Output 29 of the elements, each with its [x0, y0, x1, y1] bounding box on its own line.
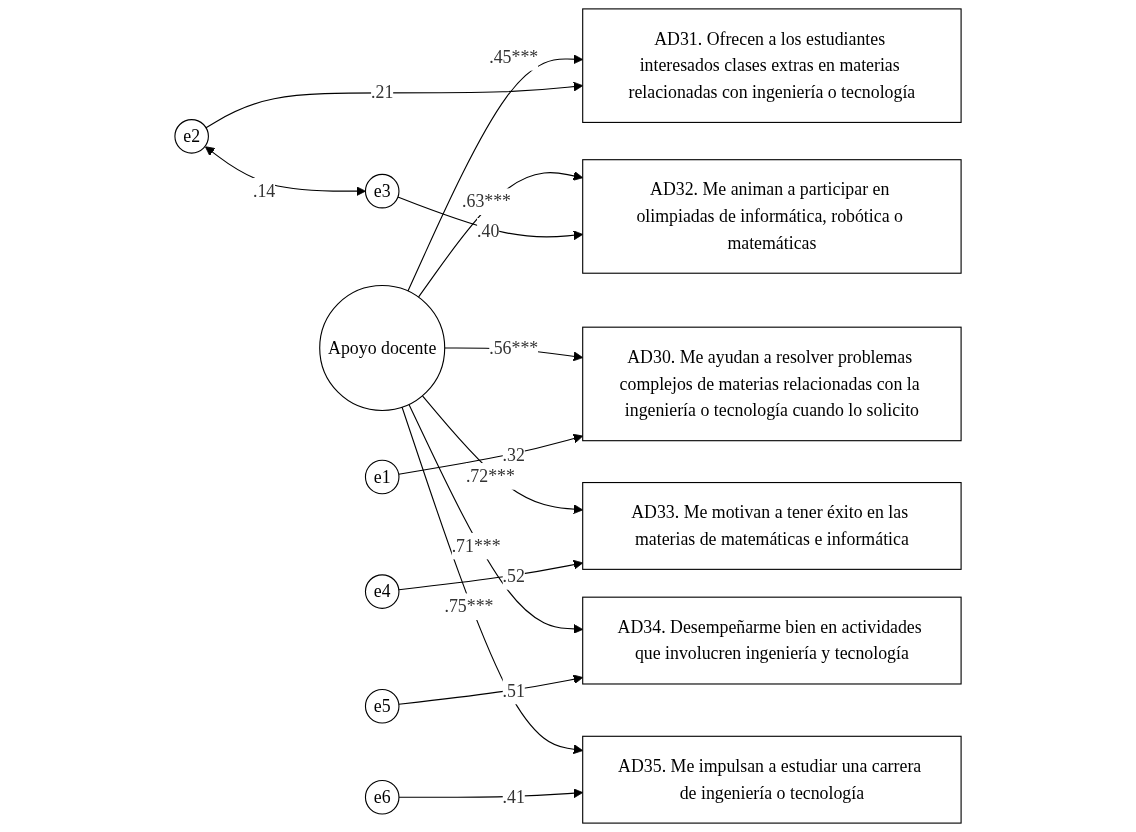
node-circle: e4 [364, 574, 400, 609]
node-box: AD30. Me ayudan a resolver problemas complejos de materias relacionadas con la ingeniería o tecnología cuando lo solicito [582, 326, 962, 442]
node-box: AD31. Ofrecen a los estudiantes interesados clases extras en materias relacionadas con ingeniería o tecnología [582, 8, 962, 123]
edge-label: .40 [477, 221, 500, 241]
edge-label: .71*** [451, 536, 501, 556]
node-box: AD34. Desempeñarme bien en actividades que involucren ingeniería y tecnología [582, 596, 962, 685]
edge-label: .52 [502, 566, 525, 586]
edge-label: .41 [502, 787, 525, 807]
edge-label: .14 [252, 181, 276, 201]
node-circle: e1 [364, 459, 400, 495]
node-box: AD32. Me animan a participar en olimpiadas de informática, robótica o matemáticas [582, 159, 962, 274]
arrow [398, 433, 584, 475]
edge-label: .56*** [489, 338, 539, 357]
node-circle: e2 [174, 119, 209, 154]
arrow [398, 559, 584, 591]
node-circle: e6 [364, 780, 400, 815]
node-box: AD33. Me motivan a tener éxito en las materias de matemáticas e informática [582, 482, 962, 570]
node-circle: e3 [364, 173, 400, 209]
edge-label: .63*** [462, 191, 512, 211]
edge-label: .51 [502, 681, 525, 700]
arrow [398, 674, 584, 705]
node-circle: Apoyo docente [319, 284, 446, 412]
edge-label: .45*** [489, 47, 539, 67]
edge-label: .21 [371, 82, 394, 102]
node-circle: e5 [364, 688, 400, 724]
edge-label: .72*** [465, 466, 515, 486]
edge-label: .75*** [444, 596, 494, 616]
edge-label: .32 [502, 445, 525, 464]
node-box: AD35. Me impulsan a estudiar una carrera de ingeniería o tecnología [582, 735, 962, 824]
